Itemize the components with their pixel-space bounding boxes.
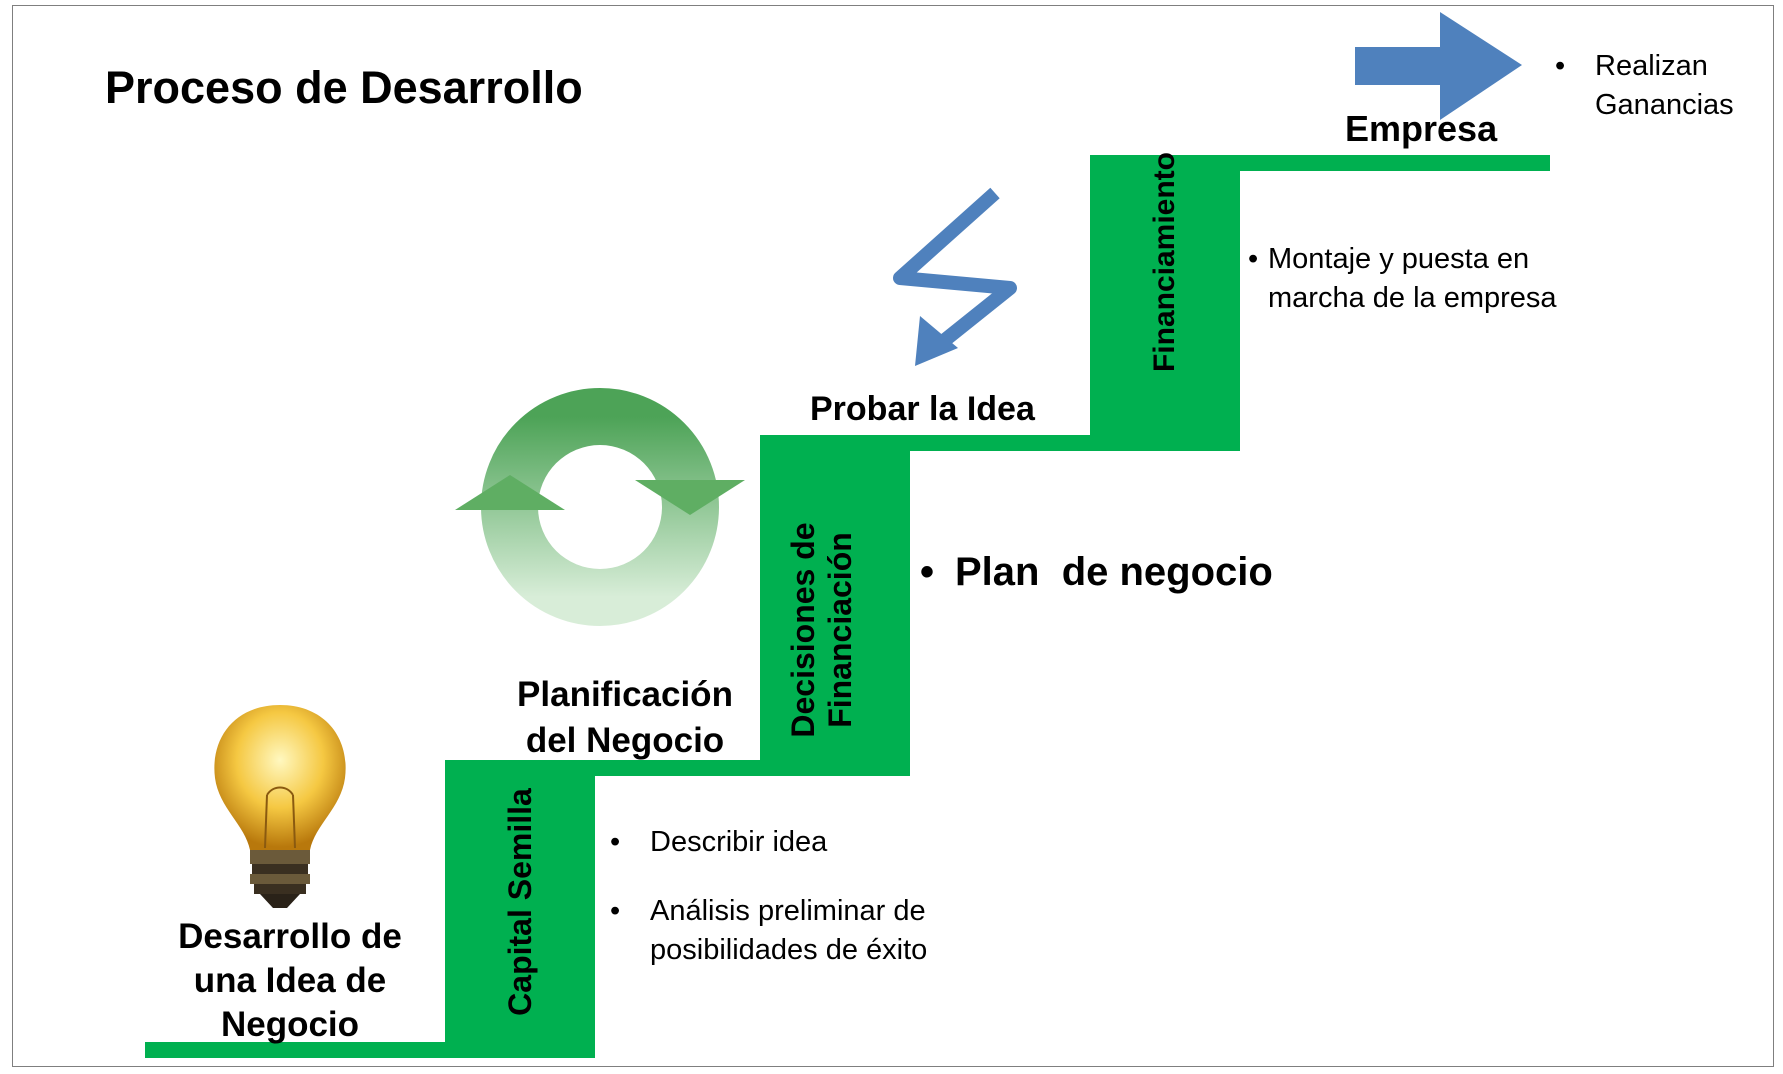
stage-label-test: Probar la Idea bbox=[810, 390, 1035, 428]
riser-label-decisions: Decisiones de Financiación bbox=[785, 510, 885, 750]
step-riser-decisions bbox=[760, 440, 910, 776]
riser-label-decisions-text: Decisiones de Financiación bbox=[785, 522, 858, 738]
stage-label-idea-text: Desarrollo de una Idea de Negocio bbox=[178, 917, 402, 1044]
company-bullet-list: Realizan Ganancias bbox=[1555, 47, 1755, 125]
step-tread-company bbox=[1090, 155, 1550, 171]
riser-label-seed: Capital Semilla bbox=[502, 788, 538, 1016]
slide-frame bbox=[12, 5, 1774, 1067]
plan-bullet-item: Plan de negocio bbox=[920, 545, 1273, 599]
stage-label-planning: Planificación del Negocio bbox=[495, 672, 755, 763]
company-bullet-item: Realizan Ganancias bbox=[1555, 47, 1755, 125]
cycle-arrows-icon bbox=[455, 388, 745, 626]
plan-bullet-list: Plan de negocio bbox=[920, 545, 1273, 599]
page-title: Proceso de Desarrollo bbox=[105, 62, 583, 113]
lightbulb-icon bbox=[214, 705, 346, 908]
financing-bullet-item: Montaje y puesta en marcha de la empresa bbox=[1248, 240, 1578, 318]
stage-label-idea: Desarrollo de una Idea de Negocio bbox=[150, 915, 430, 1046]
financing-bullet-list: Montaje y puesta en marcha de la empresa bbox=[1248, 240, 1578, 318]
step-riser-seed bbox=[445, 760, 595, 1058]
stage-label-company: Empresa bbox=[1345, 108, 1498, 149]
idea-bullet-item: Describir idea bbox=[610, 823, 1010, 862]
zigzag-arrow-icon bbox=[893, 187, 1017, 366]
riser-label-financing: Financiamiento bbox=[1148, 151, 1181, 373]
idea-bullet-item: Análisis preliminar de posibilidades de … bbox=[610, 892, 1010, 970]
step-riser-financing bbox=[1090, 155, 1240, 451]
right-arrow-icon bbox=[1355, 12, 1522, 120]
idea-bullet-list: Describir idea Análisis preliminar de po… bbox=[610, 823, 1010, 970]
stage-label-planning-text: Planificación del Negocio bbox=[517, 675, 733, 760]
